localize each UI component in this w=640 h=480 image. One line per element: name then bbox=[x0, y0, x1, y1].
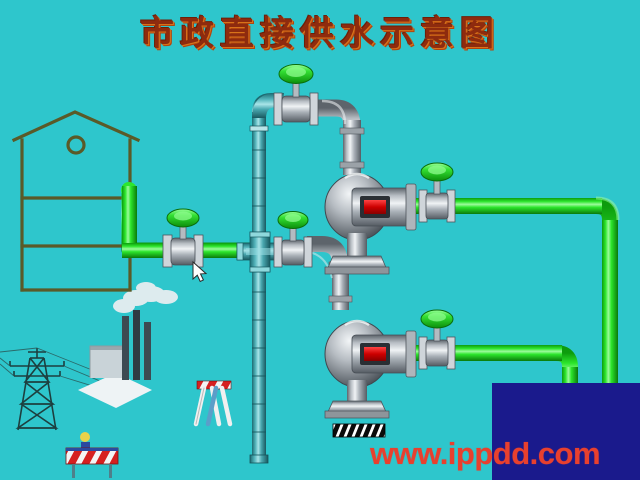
gate-valve-house-line[interactable] bbox=[162, 208, 204, 268]
gate-valve-top[interactable] bbox=[273, 64, 319, 126]
steel-upper-run bbox=[318, 99, 365, 175]
green-discharge-upper bbox=[416, 196, 620, 400]
cross-junction bbox=[236, 231, 284, 273]
road-barrier bbox=[65, 432, 119, 478]
trestle-barrier bbox=[193, 380, 233, 427]
building bbox=[11, 110, 141, 292]
smoke-plume bbox=[113, 282, 178, 313]
centrifugal-pump-lower bbox=[324, 319, 417, 419]
page-title: 市政直接供水示意图 bbox=[140, 14, 500, 54]
watermark: www.ippdd.com bbox=[370, 436, 601, 471]
centrifugal-pump-upper bbox=[324, 172, 417, 275]
gate-valve-cross-right[interactable] bbox=[273, 211, 313, 268]
gate-valve-lower-discharge[interactable] bbox=[418, 309, 456, 370]
mouse-cursor bbox=[192, 260, 208, 283]
teal-riser-pipe bbox=[249, 120, 269, 464]
factory bbox=[78, 282, 178, 408]
foundation-hatch bbox=[332, 423, 386, 438]
gate-valve-upper-discharge[interactable] bbox=[418, 162, 456, 223]
navy-panel bbox=[492, 383, 640, 480]
